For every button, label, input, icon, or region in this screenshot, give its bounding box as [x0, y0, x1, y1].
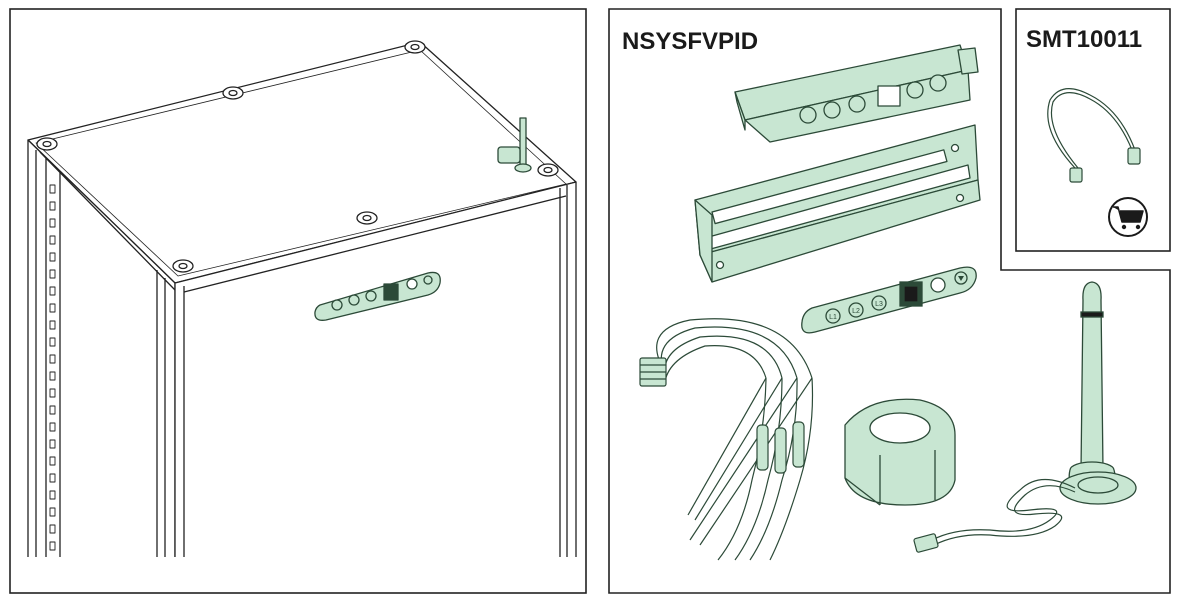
antenna-cable [931, 478, 1076, 546]
shopping-cart-icon [1108, 197, 1148, 237]
door-control-panel [314, 271, 441, 321]
extension-cable-ends [1069, 147, 1141, 183]
kit-code-label: NSYSFVPID [622, 28, 758, 55]
terminal-connector [639, 357, 667, 387]
post-perforations [49, 184, 56, 551]
faceplate-button-label: L1 [829, 314, 837, 321]
faceplate-button-label: L2 [852, 308, 860, 315]
extension-cable [1047, 88, 1136, 169]
accessory-panel: SMT10011 [1015, 8, 1171, 252]
cabinet-left-side [27, 139, 176, 557]
controller-module [734, 44, 979, 143]
faceplate-button-l2 [848, 302, 864, 318]
sensor-probes [756, 421, 805, 474]
enclosure-panel [9, 8, 587, 594]
faceplate: L1 L2 L3 [801, 266, 977, 334]
current-transformer [844, 398, 956, 506]
mounting-bracket [694, 124, 981, 283]
enclosure-cabinet [27, 40, 577, 557]
roof-antenna [497, 117, 532, 173]
faceplate-button-l1 [825, 308, 841, 324]
accessory-code-label: SMT10011 [1026, 26, 1142, 53]
antenna-plug [913, 533, 939, 553]
antenna [1059, 281, 1137, 505]
faceplate-button-label: L3 [875, 301, 883, 308]
roof-bolts [36, 40, 559, 273]
cabinet-door [174, 181, 577, 557]
faceplate-button-l3 [871, 295, 887, 311]
kit-panel: NSYSFVPID [608, 8, 1171, 594]
wiring-harness [656, 318, 814, 561]
